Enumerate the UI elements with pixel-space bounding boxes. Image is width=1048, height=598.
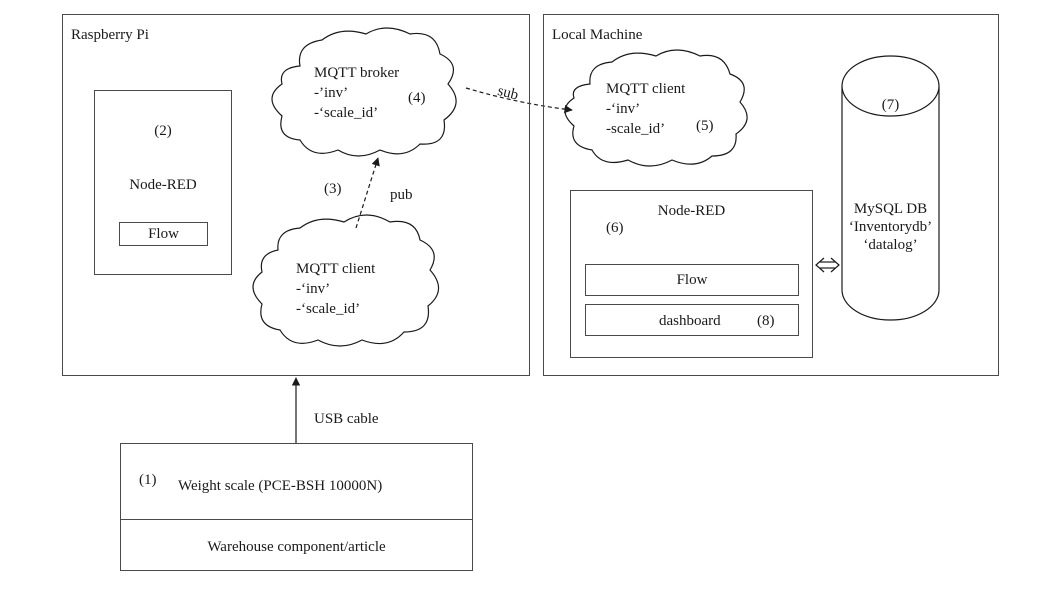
node-red-local-flow-box xyxy=(585,264,799,296)
warehouse-component-label: Warehouse component/article xyxy=(207,539,386,555)
node-red-local-dashboard-box xyxy=(585,304,799,336)
node-red-pi-box xyxy=(94,90,232,275)
node-red-pi-label: Node-RED xyxy=(129,177,197,193)
warehouse-divider xyxy=(120,519,473,520)
node-red-local-label: Node-RED xyxy=(657,203,726,219)
weight-scale-number: (1) xyxy=(139,472,157,488)
mqtt-broker-title: MQTT broker xyxy=(314,65,400,81)
node-red-local-number: (6) xyxy=(606,220,624,236)
mqtt-broker-number: (4) xyxy=(408,90,426,106)
node-red-local-box xyxy=(570,190,813,358)
raspberry-pi-title: Raspberry Pi xyxy=(71,27,149,43)
local-machine-title: Local Machine xyxy=(552,27,643,43)
mqtt-client-pi-topic-scale: -‘scale_id’ xyxy=(296,301,361,317)
mqtt-client-local-topic-scale: -scale_id’ xyxy=(606,121,666,137)
node-red-local-flow-label: Flow xyxy=(676,272,708,288)
node-red-local-dashboard-number: (8) xyxy=(757,313,775,329)
mqtt-broker-topic-inv: -’inv’ xyxy=(314,85,349,101)
mqtt-broker-cloud xyxy=(271,27,457,157)
node-red-pi-number: (2) xyxy=(154,123,172,139)
pub-label: pub xyxy=(390,187,413,203)
node-red-pi-flow-box xyxy=(119,222,208,246)
weight-scale-label: Weight scale (PCE-BSH 10000N) xyxy=(178,478,383,494)
flow-db-double-arrow xyxy=(815,257,840,273)
mqtt-client-pi-topic-inv: -‘inv’ xyxy=(296,281,331,297)
usb-cable-label: USB cable xyxy=(314,411,379,427)
pub-arrow xyxy=(355,157,380,229)
node-red-local-dashboard-label: dashboard xyxy=(659,313,721,329)
pub-number: (3) xyxy=(324,181,342,197)
mysql-db-cylinder xyxy=(841,55,940,321)
mysql-db-number: (7) xyxy=(881,97,900,113)
weight-scale-box xyxy=(120,443,473,571)
mysql-db-label: MySQL DB xyxy=(853,201,928,217)
raspberry-pi-container xyxy=(62,14,530,376)
mqtt-client-local-number: (5) xyxy=(696,118,714,134)
local-machine-container xyxy=(543,14,999,376)
mqtt-client-local-topic-inv: -‘inv’ xyxy=(606,101,641,117)
node-red-pi-flow-label: Flow xyxy=(148,226,179,242)
mysql-db-name: ‘Inventorydb’ xyxy=(848,219,933,235)
mysql-db-table: ‘datalog’ xyxy=(863,237,918,253)
mqtt-client-pi-title: MQTT client xyxy=(296,261,376,277)
mqtt-client-local-title: MQTT client xyxy=(606,81,686,97)
mqtt-broker-topic-scale: -‘scale_id’ xyxy=(314,105,379,121)
mqtt-client-cloud-local xyxy=(564,49,748,167)
mqtt-client-cloud-pi xyxy=(252,214,440,347)
